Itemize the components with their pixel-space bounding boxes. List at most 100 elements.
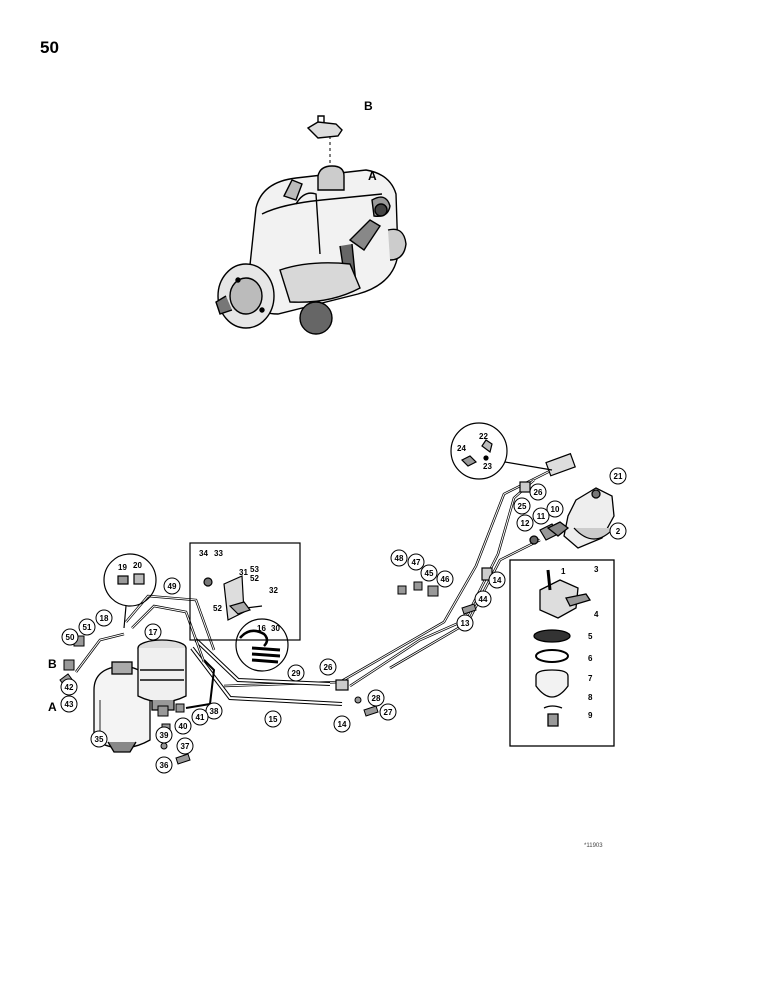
callout-39: 39 (155, 726, 173, 744)
callout-45: 45 (420, 564, 438, 582)
svg-text:2: 2 (616, 527, 621, 536)
label-32: 32 (269, 586, 278, 595)
callout-14a: 14 (488, 571, 506, 589)
callout-15: 15 (264, 710, 282, 728)
svg-text:42: 42 (65, 683, 74, 692)
label-9: 9 (588, 711, 593, 720)
svg-text:17: 17 (149, 628, 158, 637)
label-30: 30 (271, 624, 280, 633)
svg-text:45: 45 (425, 569, 434, 578)
label-8: 8 (588, 693, 593, 702)
svg-text:49: 49 (168, 582, 177, 591)
label-22: 22 (479, 432, 488, 441)
callout-29: 29 (287, 664, 305, 682)
svg-text:29: 29 (292, 669, 301, 678)
svg-text:26: 26 (324, 663, 333, 672)
callout-14b: 14 (333, 715, 351, 733)
svg-text:40: 40 (179, 722, 188, 731)
svg-text:12: 12 (521, 519, 530, 528)
label-33: 33 (214, 549, 223, 558)
letter-a-filter: A (48, 700, 57, 714)
callout-27: 27 (379, 703, 397, 721)
callout-40: 40 (174, 717, 192, 735)
drawing-number: *11903 (584, 843, 603, 849)
letter-b-filter: B (48, 657, 57, 671)
svg-text:39: 39 (160, 731, 169, 740)
label-52a: 52 (250, 574, 259, 583)
svg-text:47: 47 (412, 558, 421, 567)
callout-11: 11 (532, 507, 550, 525)
svg-text:27: 27 (384, 708, 393, 717)
callout-36: 36 (155, 756, 173, 774)
callout-46: 46 (436, 570, 454, 588)
label-52b: 52 (213, 604, 222, 613)
callout-13: 13 (456, 614, 474, 632)
svg-text:44: 44 (479, 595, 488, 604)
label-31: 31 (239, 568, 248, 577)
bracket-detail-box (189, 542, 301, 641)
svg-text:25: 25 (518, 502, 527, 511)
svg-text:14: 14 (493, 576, 502, 585)
callout-17: 17 (144, 623, 162, 641)
callout-50: 50 (61, 628, 79, 646)
callout-12: 12 (516, 514, 534, 532)
svg-text:28: 28 (372, 694, 381, 703)
svg-text:15: 15 (269, 715, 278, 724)
injection-pump (215, 115, 407, 335)
svg-text:13: 13 (461, 619, 470, 628)
label-6: 6 (588, 654, 593, 663)
svg-text:36: 36 (160, 761, 169, 770)
detail-circle-19-20 (103, 553, 157, 629)
callout-26b: 26 (319, 658, 337, 676)
callout-43: 43 (60, 695, 78, 713)
callout-48: 48 (390, 549, 408, 567)
svg-text:38: 38 (210, 707, 219, 716)
label-53: 53 (250, 565, 259, 574)
clamp-detail-circle (235, 618, 289, 672)
callout-25: 25 (513, 497, 531, 515)
label-16: 16 (257, 624, 266, 633)
callout-26a: 26 (529, 483, 547, 501)
callout-28: 28 (367, 689, 385, 707)
svg-text:35: 35 (95, 735, 104, 744)
svg-text:11: 11 (537, 512, 546, 521)
svg-text:18: 18 (100, 614, 109, 623)
svg-text:14: 14 (338, 720, 347, 729)
svg-text:43: 43 (65, 700, 74, 709)
label-34: 34 (199, 549, 208, 558)
svg-text:51: 51 (83, 623, 92, 632)
svg-text:46: 46 (441, 575, 450, 584)
callout-10: 10 (546, 500, 564, 518)
label-24: 24 (457, 444, 466, 453)
callout-41: 41 (191, 708, 209, 726)
label-23: 23 (483, 462, 492, 471)
sediment-bowl-exploded-box (509, 559, 615, 747)
fuel-filter-large (137, 639, 187, 711)
callout-21: 21 (609, 467, 627, 485)
label-19: 19 (118, 563, 127, 572)
callout-35: 35 (90, 730, 108, 748)
label-5: 5 (588, 632, 593, 641)
callout-51: 51 (78, 618, 96, 636)
detail-circle-22-24 (450, 422, 553, 480)
svg-text:10: 10 (551, 505, 560, 514)
callout-37: 37 (176, 737, 194, 755)
fuel-lines (75, 452, 576, 709)
svg-text:37: 37 (181, 742, 190, 751)
label-1: 1 (561, 567, 566, 576)
callout-2: 2 (609, 522, 627, 540)
svg-text:21: 21 (614, 472, 623, 481)
label-20: 20 (133, 561, 142, 570)
page-number: 50 (40, 38, 59, 57)
label-7: 7 (588, 674, 593, 683)
svg-text:48: 48 (395, 554, 404, 563)
small-parts-middle (354, 581, 477, 717)
letter-b-pump: B (364, 99, 373, 113)
callout-49: 49 (163, 577, 181, 595)
callout-18: 18 (95, 609, 113, 627)
callout-47: 47 (407, 553, 425, 571)
label-3: 3 (594, 565, 599, 574)
sediment-bowl-assembly (529, 487, 615, 549)
svg-text:41: 41 (196, 713, 205, 722)
